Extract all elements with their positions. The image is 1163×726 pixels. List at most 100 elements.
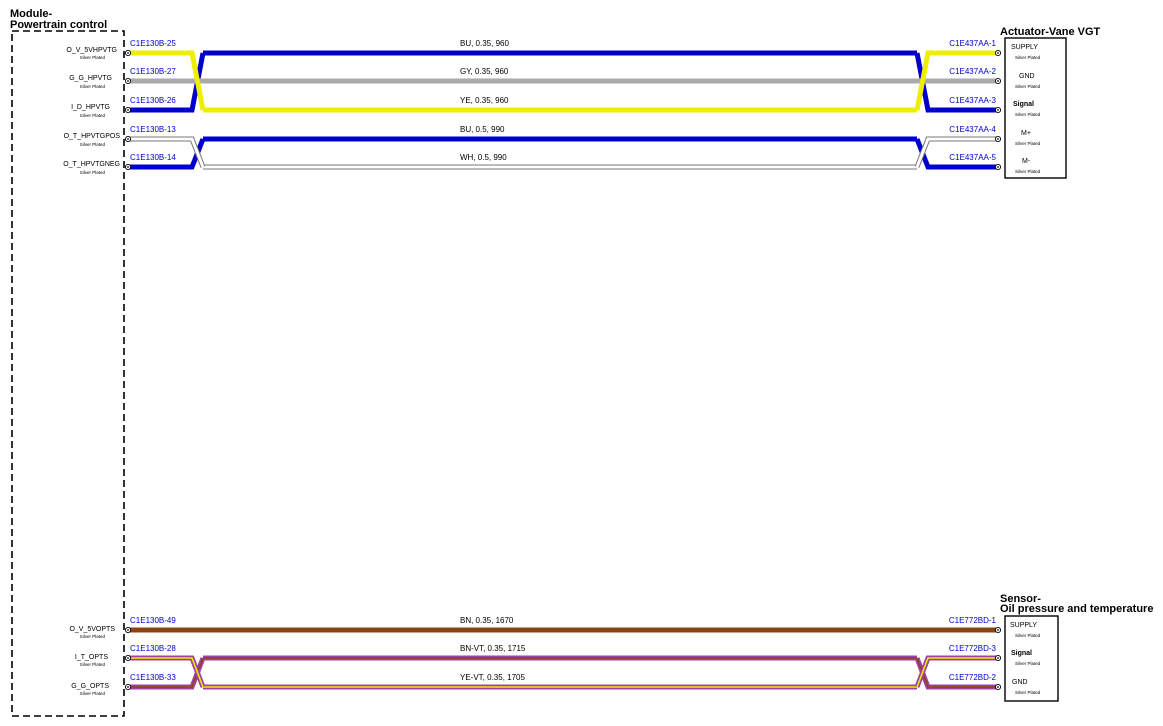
device-terminal-icon [994,683,1002,691]
wire-6-from-conn: C1E130B-49 [130,616,176,625]
terminals-group [124,49,1002,691]
wire-8: C1E130B-33 C1E772BD-2 YE-VT, 0.35, 1705 [130,673,997,682]
wire-3: C1E130B-26 C1E437AA-3 YE, 0.35, 960 [130,96,997,105]
module-pin-name: I_D_HPVTG [71,104,110,111]
module-terminal-icon [124,654,132,662]
module-pin-plating: Silver Plated [80,55,106,60]
module-terminal-icon [124,49,132,57]
wire-5: C1E130B-14 C1E437AA-5 WH, 0.5, 990 [130,153,997,162]
module-terminal-icon [124,135,132,143]
wire-7: C1E130B-28 C1E772BD-3 BN-VT, 0.35, 1715 [130,644,997,653]
module-pin-name: O_T_HPVTGNEG [63,161,120,168]
actuator-title: Actuator-Vane VGT [1000,26,1101,38]
module-pin-name: O_V_5VOPTS [69,626,115,633]
wire-3-from-conn: C1E130B-26 [130,96,176,105]
wire-1-label: BU, 0.35, 960 [460,39,509,48]
wire-5-label: WH, 0.5, 990 [460,153,507,162]
wire-segments [128,50,998,690]
device-terminal-icon [994,77,1002,85]
module-outline [11,30,125,717]
sensor-pin-name: SUPPLY [1010,622,1037,629]
module-title-line2: Powertrain control [10,19,107,31]
sensor-pin-1: SUPPLY Silver Plated [1010,622,1041,638]
actuator-pin-plating: Silver Plated [1015,84,1041,89]
sensor-pin-plating: Silver Plated [1015,633,1041,638]
wire-8-left-stub-stripe [128,657,204,688]
device-terminal-icon [994,626,1002,634]
module-pin-plating: Silver Plated [80,662,106,667]
module-pin-name: O_V_5VHPVTG [66,47,117,54]
module-pin-6: O_V_5VOPTS Silver Plated [69,626,115,639]
module-pin-plating: Silver Plated [80,691,106,696]
wire-3-to-conn: C1E437AA-3 [949,96,996,105]
wire-1-to-conn: C1E437AA-1 [949,39,996,48]
actuator-pin-plating: Silver Plated [1015,112,1041,117]
sensor-title-line2: Oil pressure and temperature [1000,603,1153,615]
module-pin-plating: Silver Plated [80,170,106,175]
module-pin-name: G_G_OPTS [71,683,109,690]
module-pin-7: I_T_OPTS Silver Plated [75,654,108,667]
actuator-pin-name: Signal [1013,101,1034,108]
module-terminal-icon [124,683,132,691]
module-pin-plating: Silver Plated [80,142,106,147]
wire-2-label: GY, 0.35, 960 [460,67,509,76]
wire-6: C1E130B-49 C1E772BD-1 BN, 0.35, 1670 [130,616,997,625]
module-pin-name: O_T_HPVTGPOS [64,133,121,140]
wire-2: C1E130B-27 C1E437AA-2 GY, 0.35, 960 [130,67,997,76]
module-terminal-icon [124,163,132,171]
wire-1-from-conn: C1E130B-25 [130,39,176,48]
sensor-pin-2: Signal Silver Plated [1011,650,1041,666]
sensor-outline [1004,615,1059,702]
wire-3-label: YE, 0.35, 960 [460,96,509,105]
wire-5-to-conn: C1E437AA-5 [949,153,996,162]
wire-8-from-conn: C1E130B-33 [130,673,176,682]
wire-7-left-stub-stripe [128,657,204,688]
actuator-pin-2: GND Silver Plated [1015,73,1041,89]
sensor-pin-3: GND Silver Plated [1012,679,1041,695]
device-terminal-icon [994,49,1002,57]
actuator-pin-name: SUPPLY [1011,44,1038,51]
actuator-pin-plating: Silver Plated [1015,55,1041,60]
wire-8-label: YE-VT, 0.35, 1705 [460,673,525,682]
module-pin-plating: Silver Plated [80,113,106,118]
wire-7-label: BN-VT, 0.35, 1715 [460,644,526,653]
module-pin-name: G_G_HPVTG [69,75,112,82]
wire-7-to-conn: C1E772BD-3 [949,644,997,653]
actuator-pin-1: SUPPLY Silver Plated [1011,44,1041,60]
module-pin-plating: Silver Plated [80,634,106,639]
device-terminal-icon [994,163,1002,171]
wire-3-left-stub [128,50,206,111]
wire-4-to-conn: C1E437AA-4 [949,125,996,134]
module-pin-name: I_T_OPTS [75,654,108,661]
wire-4-right-stub [914,138,998,170]
device-terminal-icon [994,135,1002,143]
wire-1-right-stub [914,52,998,113]
sensor-pin-plating: Silver Plated [1015,690,1041,695]
wire-8-to-conn: C1E772BD-2 [949,673,997,682]
actuator-pin-plating: Silver Plated [1015,169,1041,174]
wire-8-right-stub-stripe [916,657,998,688]
wire-4-label: BU, 0.5, 990 [460,125,505,134]
device-terminal-icon [994,654,1002,662]
wire-6-label: BN, 0.35, 1670 [460,616,514,625]
sensor-title-line1: Sensor- [1000,593,1041,605]
sensor-pin-plating: Silver Plated [1015,661,1041,666]
module-terminal-icon [124,626,132,634]
module-pin-3: I_D_HPVTG Silver Plated [71,104,110,118]
actuator-pin-name: M- [1022,158,1031,165]
module-pin-2: G_G_HPVTG Silver Plated [69,75,112,89]
wires-group: C1E130B-25 C1E437AA-1 BU, 0.35, 960 C1E1… [130,39,997,682]
wire-1-left-stub [128,52,206,113]
wire-7-from-conn: C1E130B-28 [130,644,176,653]
module-title-line1: Module- [10,8,52,20]
actuator-pin-4: M+ Silver Plated [1015,130,1041,146]
actuator-outline [1004,37,1067,179]
wire-2-from-conn: C1E130B-27 [130,67,176,76]
module-terminal-icon [124,106,132,114]
wire-4-left-stub [128,138,206,170]
module-pin-1: O_V_5VHPVTG Silver Plated [66,47,117,60]
module-pin-8: G_G_OPTS Silver Plated [71,683,109,696]
actuator-pin-plating: Silver Plated [1015,141,1041,146]
device-terminal-icon [994,106,1002,114]
actuator-pin-name: GND [1019,73,1035,80]
